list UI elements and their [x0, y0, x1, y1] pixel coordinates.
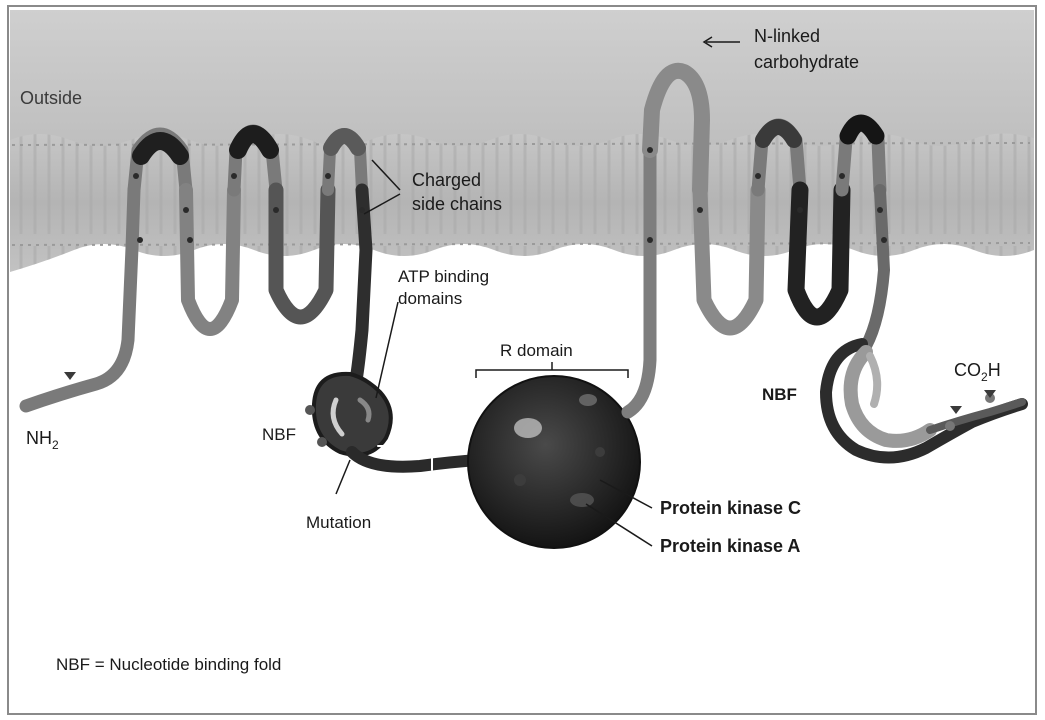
n-linked-label: N-linked [754, 26, 820, 46]
pka-label: Protein kinase A [660, 536, 800, 556]
nbf-right-label: NBF [762, 385, 797, 404]
mutation-label: Mutation [306, 513, 371, 532]
side-chains-label: side chains [412, 194, 502, 214]
carbohydrate-label: carbohydrate [754, 52, 859, 72]
charged-label: Charged [412, 170, 481, 190]
legend-label: NBF = Nucleotide binding fold [56, 655, 281, 674]
domains-label: domains [398, 289, 462, 308]
r-domain-label: R domain [500, 341, 573, 360]
atp-binding-label: ATP binding [398, 267, 489, 286]
nbf-left-label: NBF [262, 425, 296, 444]
pkc-label: Protein kinase C [660, 498, 801, 518]
outside-label: Outside [20, 88, 82, 108]
